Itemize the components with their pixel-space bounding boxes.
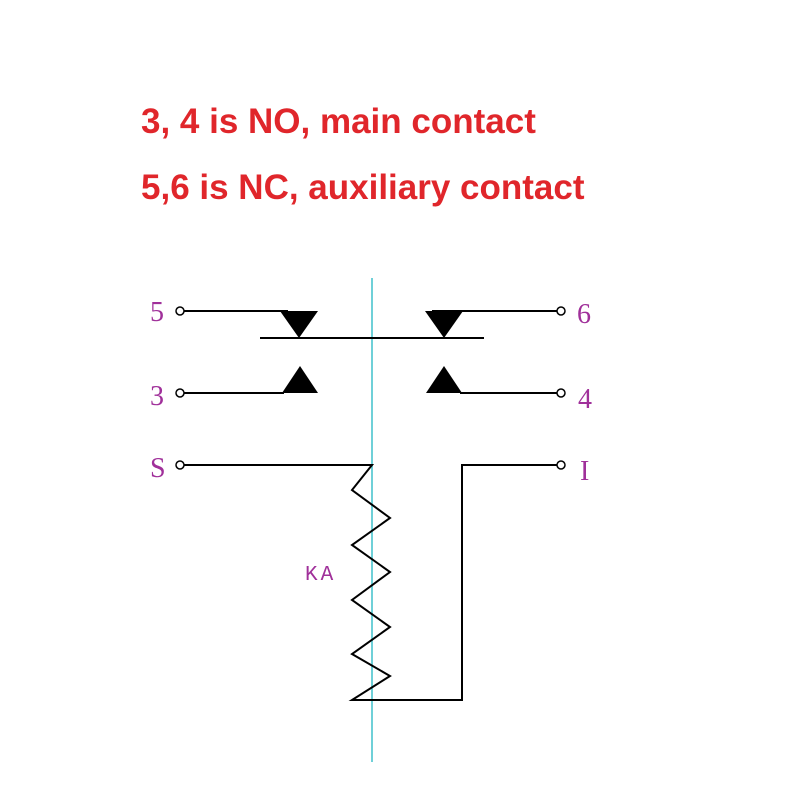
coil-label: KA — [305, 564, 336, 587]
contact-5-down-arrow — [280, 311, 318, 338]
contact-3-up-arrow — [282, 366, 318, 393]
terminal-4-node[interactable] — [556, 388, 566, 398]
terminal-S-label: S — [150, 453, 166, 484]
terminal-I-label: I — [580, 456, 589, 487]
terminal-5-node[interactable] — [175, 306, 185, 316]
terminal-6-node[interactable] — [556, 306, 566, 316]
terminal-3-node[interactable] — [175, 388, 185, 398]
contact-4-up-arrow — [426, 366, 462, 393]
terminal-4-label: 4 — [578, 384, 592, 415]
terminal-5-label: 5 — [150, 297, 164, 328]
note-line-1: 3, 4 is NO, main contact — [141, 102, 536, 141]
terminal-S-node[interactable] — [175, 460, 185, 470]
terminal-6-label: 6 — [577, 299, 591, 330]
note-line-2: 5,6 is NC, auxiliary contact — [141, 168, 585, 207]
coil-circuit-wire — [184, 464, 557, 701]
contact-6-down-arrow — [425, 311, 463, 338]
terminal-I-node[interactable] — [556, 460, 566, 470]
terminal-3-label: 3 — [150, 381, 164, 412]
